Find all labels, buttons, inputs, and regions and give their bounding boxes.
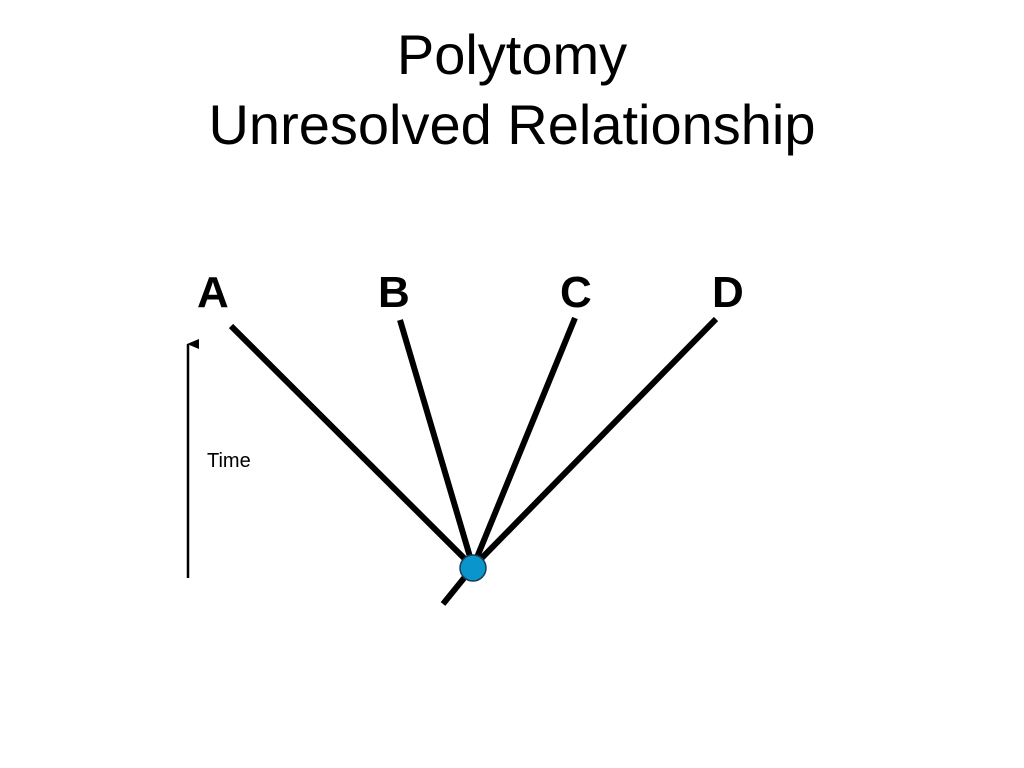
slide-title: Polytomy Unresolved Relationship [0, 20, 1024, 160]
taxon-label-d: D [712, 268, 744, 317]
title-line-2: Unresolved Relationship [208, 93, 816, 156]
branch-b [397, 319, 476, 568]
branch-a [228, 323, 476, 570]
taxon-label-a: A [197, 268, 229, 317]
branch-c [470, 316, 578, 569]
title-line-1: Polytomy [396, 23, 628, 86]
branch-d [470, 316, 719, 570]
polytomy-node [459, 554, 487, 582]
branches [228, 316, 719, 606]
taxon-label-b: B [378, 268, 410, 317]
time-axis-label: Time [207, 450, 251, 472]
taxon-label-c: C [560, 268, 592, 317]
